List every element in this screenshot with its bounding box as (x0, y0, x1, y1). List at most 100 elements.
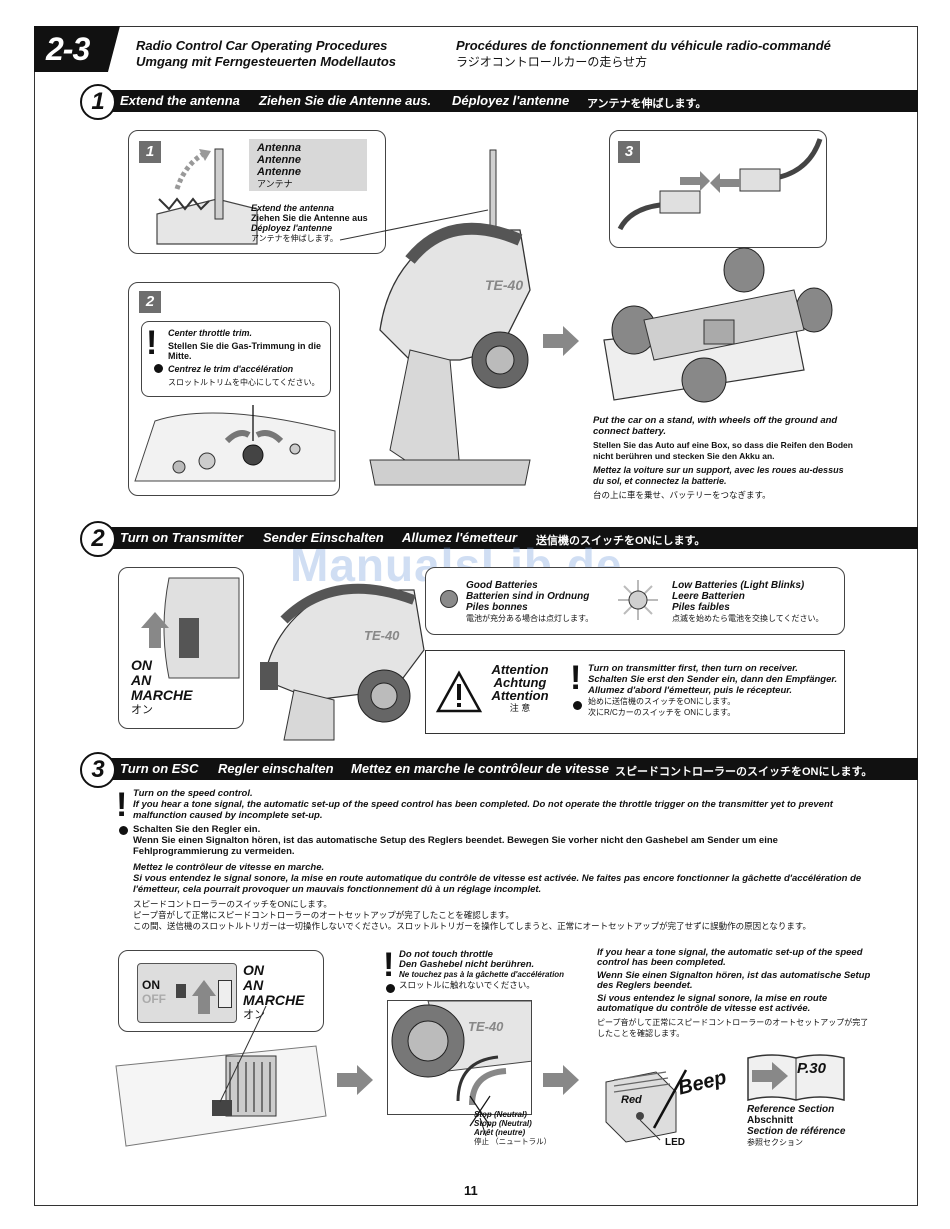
step3-number: 3 (80, 752, 116, 788)
attention-box: Attention Achtung Attention 注 意 ! Turn o… (425, 650, 845, 734)
tx-brand-step1: TE-40 (485, 277, 523, 293)
order-jp-1: 始めに送信機のスイッチをONにします。 (588, 697, 736, 706)
throttle-warning-text: Do not touch throttle Den Gashebel nicht… (399, 950, 589, 991)
antenna-desc-de: Ziehen Sie die Antenne aus (251, 213, 368, 223)
step3-bar-de: Regler einschalten (218, 761, 334, 776)
neutral-marker-icon (469, 1095, 491, 1137)
esc-switch-body: ON OFF (137, 963, 237, 1023)
esc-on-jp: オン (243, 1009, 265, 1021)
step2-bar-de: Sender Einschalten (263, 530, 384, 545)
header-title-group-right: Procédures de fonctionnement du véhicule… (456, 38, 831, 70)
step2-on-jp: オン (131, 704, 153, 716)
step1-bar-fr: Déployez l'antenne (452, 93, 570, 108)
throttle-warning-dot (386, 984, 395, 993)
antenna-desc-en: Extend the antenna (251, 203, 335, 213)
tone-fr: Si vous entendez le signal sonore, la mi… (597, 993, 828, 1014)
stop-en: Stop (Neutral) (474, 1110, 527, 1119)
esc-switch-knob (176, 984, 186, 998)
trim-warning-jp: スロットルトリムを中心にしてください。 (168, 378, 320, 387)
esc-jp-3: この間、送信機のスロットルトリガーは一切操作しないでください。スロットルトリガー… (133, 921, 812, 931)
header-title-group-left: Radio Control Car Operating Procedures U… (136, 38, 396, 70)
tone-jp: ピープ音がして正常にスピードコントローラーのオートセットアップが完了したことを確… (597, 1018, 869, 1038)
transmitter-step2-illustration: TE-40 (260, 583, 425, 741)
battery-connector-illustration (617, 138, 823, 231)
esc-de-head: Schalten Sie den Regler ein. (133, 824, 261, 835)
step1-panel1: 1 Antenna Antenne Antenne アンテナ Extend th… (128, 130, 386, 254)
step2-on-de: AN (131, 672, 152, 688)
attention-jp: 注 意 (509, 703, 531, 713)
good-jp: 電池が充分ある場合は点灯します。 (466, 614, 594, 623)
led-good-icon (440, 590, 458, 608)
step1-panel3: 3 (609, 130, 827, 248)
up-arrow-icon (192, 980, 216, 1014)
stand-jp: 台の上に車を乗せ、バッテリーをつなぎます。 (593, 490, 771, 500)
tone-en: If you hear a tone signal, the automatic… (597, 947, 863, 968)
section-badge: 2-3 (34, 26, 120, 72)
step3-bar-jp: スピードコントローラーのスイッチをONにします。 (615, 766, 873, 778)
esc-fr-body: Si vous entendez le signal sonore, la mi… (133, 873, 862, 895)
stand-fr: Mettez la voiture sur un support, avec l… (593, 465, 844, 486)
throttle-fr: Ne touchez pas à la gâchette d'accélérat… (399, 970, 565, 979)
ref-jp: 参照セクション (747, 1138, 803, 1147)
low-fr: Piles faibles (672, 602, 730, 613)
beep-slash (652, 1069, 688, 1129)
header-title-fr: Procédures de fonctionnement du véhicule… (456, 38, 831, 53)
step2-number: 2 (80, 521, 116, 557)
step1-number: 1 (80, 84, 116, 120)
esc-car-illustration (115, 1005, 327, 1147)
header-title-de: Umgang mit Ferngesteuerten Modellautos (136, 54, 397, 69)
stop-jp: 停止 （ニュートラル） (474, 1137, 552, 1146)
stand-en: Put the car on a stand, with wheels off … (593, 415, 838, 437)
antenna-desc: Extend the antenna Ziehen Sie die Antenn… (251, 203, 381, 244)
attention-labels: Attention Achtung Attention 注 意 (480, 663, 560, 714)
trim-warning-de: Stellen Sie die Gas-Trimmung in die Mitt… (168, 341, 322, 361)
esc-warning-icon: ! (116, 786, 128, 824)
throttle-de: Den Gashebel nicht berühren. (399, 959, 535, 970)
esc-switch-panel: ON OFF ON AN MARCHE オン (118, 950, 324, 1032)
order-jp-2: 次にR/Cカーのスイッチを ONにします。 (588, 708, 736, 717)
esc-on-en: ON (243, 962, 264, 978)
order-warning-icon: ! (570, 659, 582, 697)
step1-bar: Extend the antenna Ziehen Sie die Antenn… (98, 90, 918, 112)
stop-fr: Arrêt (neutre) (474, 1128, 526, 1137)
order-en: Turn on transmitter first, then turn on … (588, 663, 798, 674)
step1-bar-jp: アンテナを伸ばします。 (587, 98, 707, 110)
tx-switch-illustration (141, 577, 240, 679)
throttle-jp: スロットルに触れないでください。 (399, 980, 535, 990)
esc-switch-off: OFF (142, 992, 166, 1006)
antenna-desc-jp: アンテナを伸ばします。 (251, 234, 338, 243)
attention-fr: Attention (491, 688, 549, 703)
good-en: Good Batteries (466, 580, 538, 591)
esc-en-head: Turn on the speed control. (133, 788, 253, 799)
esc-unit-illustration (605, 1071, 677, 1143)
esc-on-fr: MARCHE (243, 992, 305, 1008)
reference-book-icon (747, 1054, 845, 1101)
header-title-en: Radio Control Car Operating Procedures (136, 38, 388, 53)
reference-page: P.30 (797, 1060, 826, 1077)
ref-de: Abschnitt (747, 1115, 794, 1126)
header-title-jp: ラジオコントロールカーの走らせ方 (456, 55, 648, 69)
trim-warning-en: Center throttle trim. (168, 328, 253, 338)
panel1-number: 1 (139, 141, 161, 163)
car-on-stand-illustration (603, 247, 833, 403)
esc-warning-dot (119, 826, 128, 835)
low-en: Low Batteries (Light Blinks) (672, 580, 805, 591)
esc-on-de: AN (243, 977, 264, 993)
throttle-en: Do not touch throttle (399, 949, 493, 960)
step2-bar-fr: Allumez l'émetteur (402, 530, 518, 545)
esc-en-body: If you hear a tone signal, the automatic… (133, 799, 833, 821)
order-de: Schalten Sie erst den Sender ein, dann d… (588, 674, 838, 685)
led-red-label: Red (621, 1094, 642, 1106)
battery-status-box: Good Batteries Batterien sind in Ordnung… (425, 567, 845, 635)
section-number: 2-3 (46, 31, 90, 67)
step1-bar-de: Ziehen Sie die Antenne aus. (259, 93, 432, 108)
step3-bar-fr: Mettez en marche le contrôleur de vitess… (351, 761, 609, 776)
step3-bar: Turn on ESC Regler einschalten Mettez en… (98, 758, 918, 780)
trim-warning-fr: Centrez le trim d'accélération (168, 364, 294, 374)
low-batteries-text: Low Batteries (Light Blinks) Leere Batte… (672, 580, 844, 624)
good-de: Batterien sind in Ordnung (466, 591, 590, 602)
esc-jp-1: スピードコントローラーのスイッチをONにします。 (133, 899, 332, 909)
throttle-wheel-illustration: TE-40 (391, 1001, 531, 1106)
tx-brand-step3: TE-40 (468, 1019, 504, 1034)
low-de: Leere Batterien (672, 591, 745, 602)
